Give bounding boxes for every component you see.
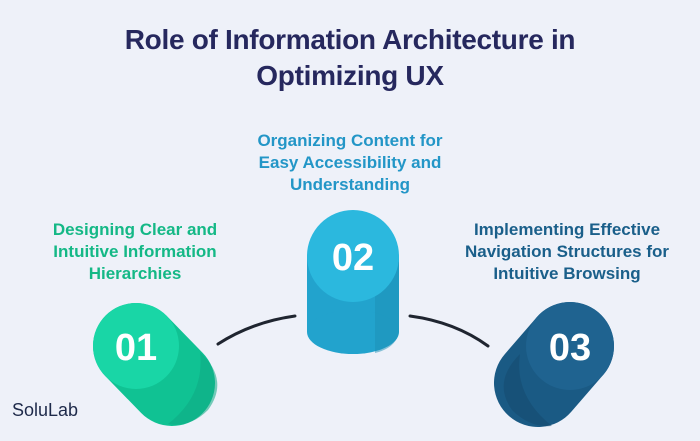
step-1-caption-line: Designing Clear and bbox=[52, 220, 218, 239]
step-2-cylinder: 02 bbox=[307, 210, 399, 354]
step-1-caption: Designing Clear and Intuitive Informatio… bbox=[20, 219, 250, 285]
page-title: Role of Information Architecture in Opti… bbox=[0, 22, 700, 94]
step-2-number: 02 bbox=[332, 237, 374, 279]
step-2-caption-line: Organizing Content for bbox=[257, 131, 443, 150]
step-3-caption-line: Intuitive Browsing bbox=[493, 264, 641, 283]
step-1-caption-line: Hierarchies bbox=[88, 264, 182, 283]
step-3-caption-line: Navigation Structures for bbox=[464, 242, 670, 261]
step-3-cylinder: 03 bbox=[494, 302, 614, 427]
step-3-cylinder-shade bbox=[503, 354, 552, 427]
step-3-caption: Implementing Effective Navigation Struct… bbox=[442, 219, 692, 285]
step-1-number: 01 bbox=[115, 327, 157, 369]
step-1-caption-line: Intuitive Information bbox=[53, 242, 217, 261]
step-1-cylinder-top bbox=[93, 303, 179, 389]
title-line-1: Role of Information Architecture in bbox=[124, 24, 576, 55]
brand-logo-text: SoluLab bbox=[12, 400, 79, 420]
step-2-cylinder-top bbox=[307, 210, 399, 302]
step-1-cylinder-shade bbox=[168, 352, 218, 425]
step-1-cylinder: 01 bbox=[93, 303, 218, 426]
step-3-caption-line: Implementing Effective bbox=[473, 220, 661, 239]
step-2-caption: Organizing Content for Easy Accessibilit… bbox=[232, 130, 468, 196]
step-3-number: 03 bbox=[549, 327, 591, 369]
connector-arc-left bbox=[216, 314, 297, 346]
step-2-caption-line: Understanding bbox=[290, 175, 410, 194]
step-2-caption-line: Easy Accessibility and bbox=[258, 153, 442, 172]
step-3-cylinder-top bbox=[526, 302, 614, 390]
connector-arc-right bbox=[408, 314, 490, 348]
title-line-2: Optimizing UX bbox=[256, 60, 444, 91]
